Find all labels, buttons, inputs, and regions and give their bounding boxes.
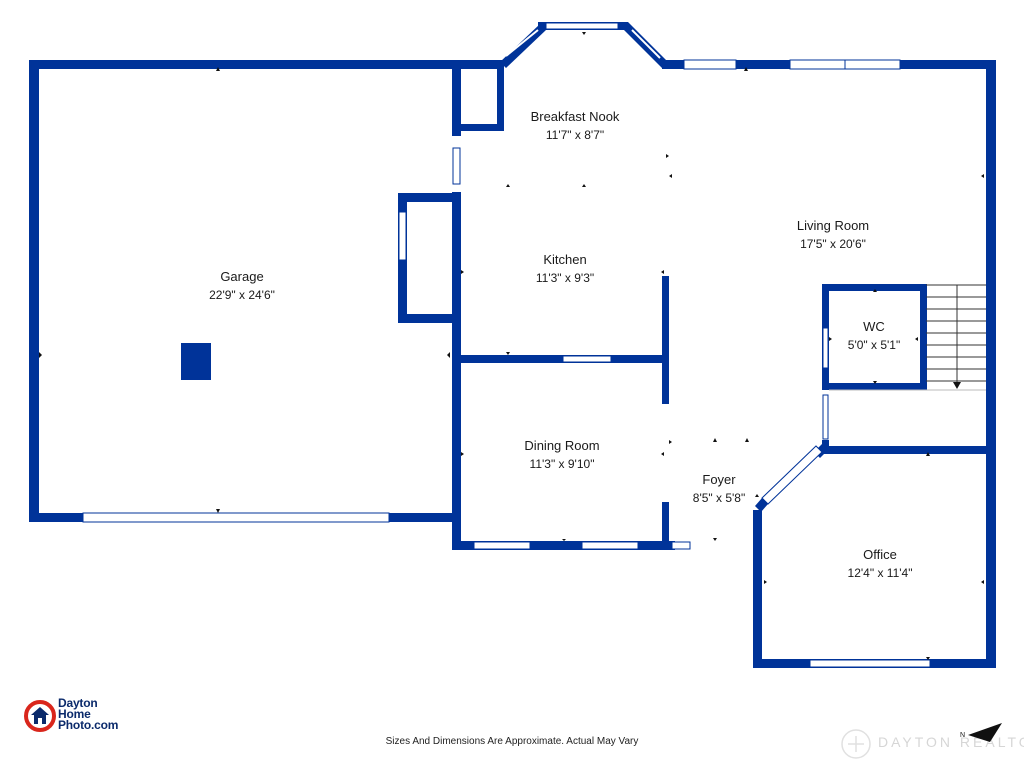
room-name: Office bbox=[863, 547, 897, 562]
logo-wordmark: Dayton Home Photo.com bbox=[58, 696, 119, 732]
logo-line-3: Photo.com bbox=[58, 718, 119, 732]
garage-wall-top bbox=[29, 60, 503, 69]
room-name: Breakfast Nook bbox=[530, 109, 620, 124]
room-name: Dining Room bbox=[524, 438, 600, 453]
disclaimer-text: Sizes And Dimensions Are Approximate. Ac… bbox=[385, 736, 639, 747]
room-name: Garage bbox=[220, 269, 264, 284]
bay-wall-right bbox=[622, 22, 668, 68]
wc-wall-top bbox=[822, 284, 926, 291]
foyer-angled-window bbox=[761, 445, 823, 505]
north-arrow-icon: N bbox=[960, 723, 1002, 742]
room-name: Foyer bbox=[702, 472, 736, 487]
chimney-wall-top bbox=[398, 193, 461, 202]
room-name: Kitchen bbox=[543, 252, 587, 267]
room-label-office: Office 12'4" x 11'4" bbox=[848, 546, 913, 582]
foyer-sidelight bbox=[671, 541, 691, 550]
wc-door bbox=[822, 327, 829, 369]
room-dimensions: 17'5" x 20'6" bbox=[800, 237, 866, 251]
dining-south-wall bbox=[452, 541, 675, 550]
room-name: Living Room bbox=[796, 218, 870, 233]
bay-top-window bbox=[545, 22, 619, 30]
office-wall-left bbox=[753, 510, 762, 668]
office-angled-stub bbox=[755, 498, 768, 512]
house-logo-icon bbox=[24, 700, 56, 732]
kitchen-dining-doorway bbox=[562, 355, 612, 363]
room-dimensions: 11'3" x 9'3" bbox=[535, 271, 595, 285]
room-dimensions: 8'5" x 5'8" bbox=[692, 491, 746, 505]
room-label-breakfast-nook: Breakfast Nook 11'7" x 8'7" bbox=[531, 108, 620, 144]
kitchen-dining-wall bbox=[452, 355, 666, 363]
garage-kitchen-wall bbox=[452, 192, 461, 550]
room-dimensions: 11'7" x 8'7" bbox=[545, 128, 605, 142]
room-label-living-room: Living Room 17'5" x 20'6" bbox=[797, 217, 869, 253]
living-wall-right bbox=[986, 60, 996, 668]
garage-wall-left bbox=[29, 60, 39, 522]
stairs bbox=[829, 284, 986, 391]
garage-door bbox=[82, 512, 390, 523]
room-label-garage: Garage 22'9" x 24'6" bbox=[209, 268, 275, 304]
logo-line-2: Home bbox=[58, 707, 91, 721]
room-label-kitchen: Kitchen 11'3" x 9'3" bbox=[536, 251, 594, 287]
nook-pantry-wall-right bbox=[497, 62, 504, 131]
dining-east-wall bbox=[662, 502, 669, 550]
room-dimensions: 11'3" x 9'10" bbox=[529, 457, 595, 471]
dining-window-left bbox=[473, 541, 531, 550]
room-label-dining-room: Dining Room 11'3" x 9'10" bbox=[524, 437, 599, 473]
room-dimensions: 12'4" x 11'4" bbox=[847, 566, 913, 580]
nook-window bbox=[683, 59, 737, 70]
realtors-watermark: DAYTON REALTORS N bbox=[841, 723, 1024, 759]
bay-wall-left bbox=[500, 24, 546, 68]
room-label-foyer: Foyer 8'5" x 5'8" bbox=[693, 471, 745, 507]
wc-wall-right bbox=[920, 284, 927, 390]
chimney-wall-bottom bbox=[398, 314, 461, 323]
room-label-wc: WC 5'0" x 5'1" bbox=[848, 318, 900, 354]
watermark-text: DAYTON REALTORS bbox=[878, 734, 1024, 750]
logo-line-1: Dayton bbox=[58, 696, 98, 710]
nook-pantry-wall bbox=[452, 62, 461, 136]
room-name: WC bbox=[863, 319, 885, 334]
office-wall-top bbox=[822, 446, 996, 454]
kitchen-east-wall bbox=[662, 276, 669, 404]
garage-post bbox=[181, 343, 211, 380]
room-dimensions: 5'0" x 5'1" bbox=[847, 338, 901, 352]
hall-opening bbox=[822, 394, 829, 440]
nook-pantry-wall-bottom bbox=[452, 124, 504, 131]
dining-window-right bbox=[581, 541, 639, 550]
compass-label: N bbox=[960, 732, 965, 739]
garage-door-side bbox=[452, 147, 461, 185]
office-window bbox=[809, 659, 931, 668]
wc-wall-bottom bbox=[822, 383, 927, 390]
chimney-window bbox=[398, 211, 407, 261]
dayton-home-photo-logo: Dayton Home Photo.com bbox=[24, 696, 144, 734]
room-dimensions: 22'9" x 24'6" bbox=[209, 288, 275, 302]
